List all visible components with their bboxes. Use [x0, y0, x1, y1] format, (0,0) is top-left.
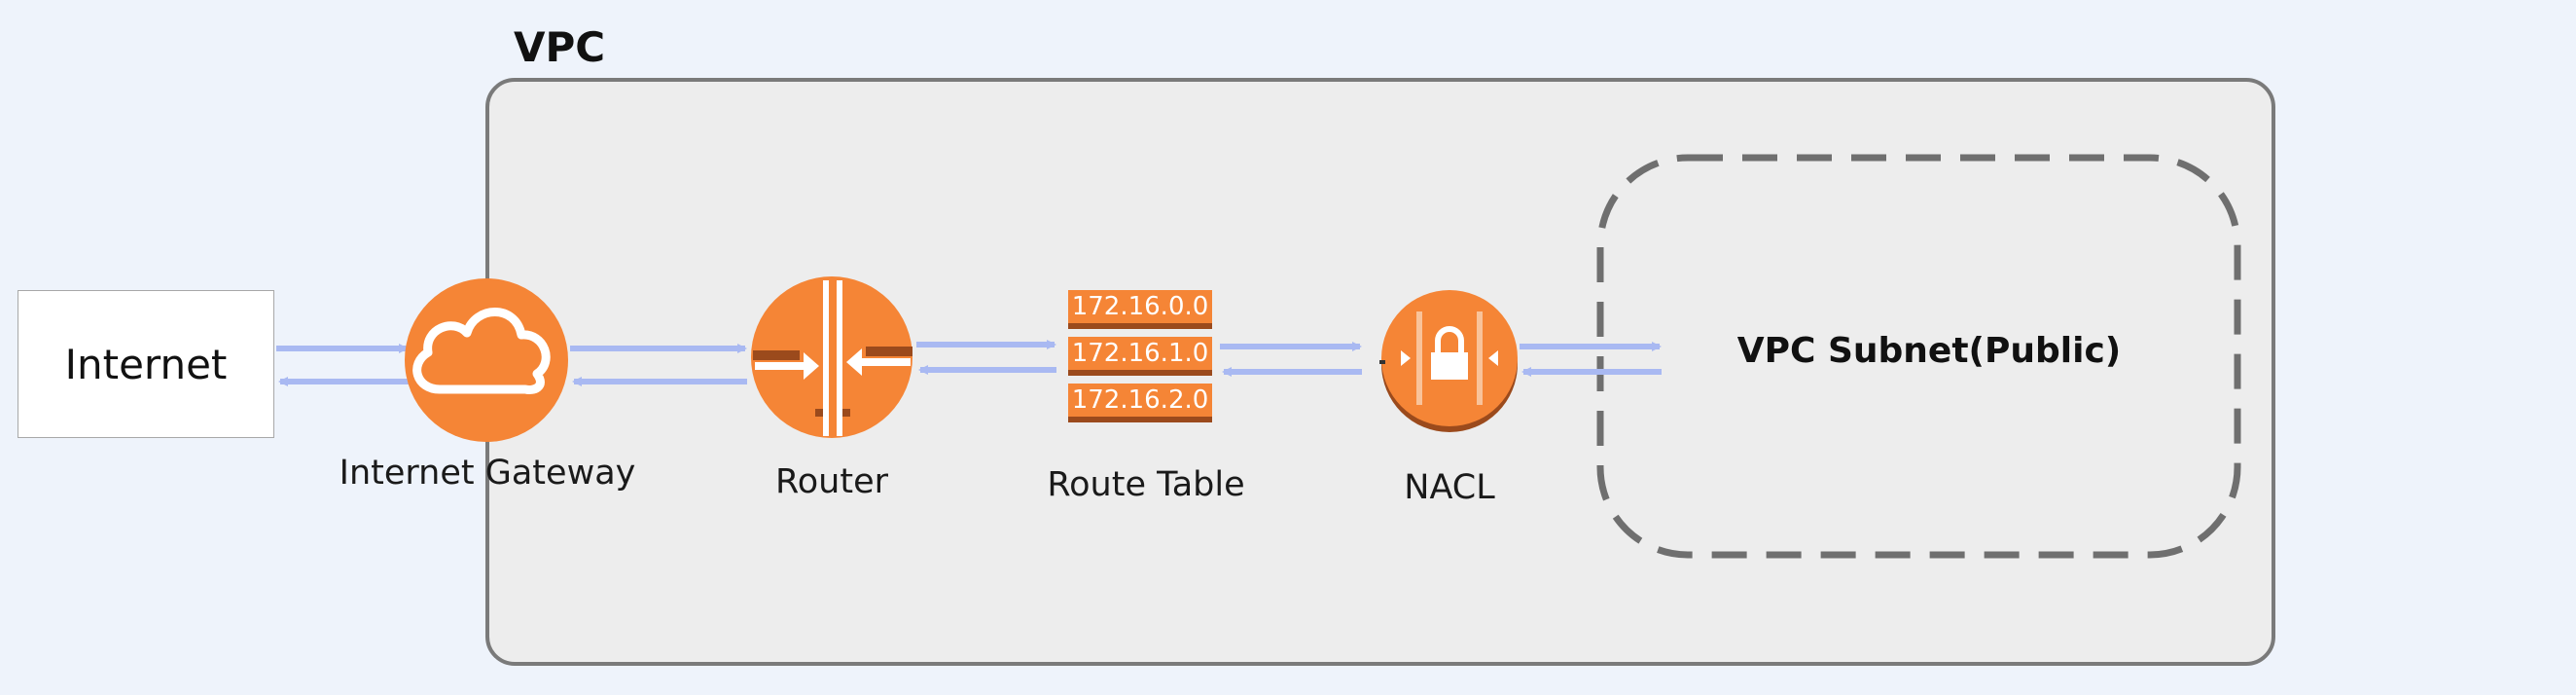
vpc-subnet-label: VPC Subnet(Public) — [1736, 331, 2122, 371]
router-label: Router — [775, 462, 888, 501]
cloud-icon — [412, 308, 551, 394]
route-table-label: Route Table — [1047, 465, 1245, 504]
route-table-entry: 172.16.1.0 — [1068, 337, 1212, 376]
vpc-title: VPC — [514, 23, 606, 71]
internet-gateway-node — [405, 278, 568, 442]
internet-box: Internet — [18, 290, 274, 438]
router-icon — [753, 280, 912, 436]
internet-label: Internet — [64, 340, 228, 388]
route-table-entry: 172.16.0.0 — [1068, 290, 1212, 329]
internet-gateway-label: Internet Gateway — [339, 454, 636, 493]
router-node — [751, 276, 912, 438]
lock-icon — [1431, 326, 1468, 380]
nacl-label: NACL — [1404, 468, 1495, 507]
route-table-entry: 172.16.2.0 — [1068, 384, 1212, 422]
nacl-node — [1379, 290, 1518, 432]
connectors — [276, 340, 1662, 386]
vpc-subnet-boundary — [1596, 154, 2241, 559]
